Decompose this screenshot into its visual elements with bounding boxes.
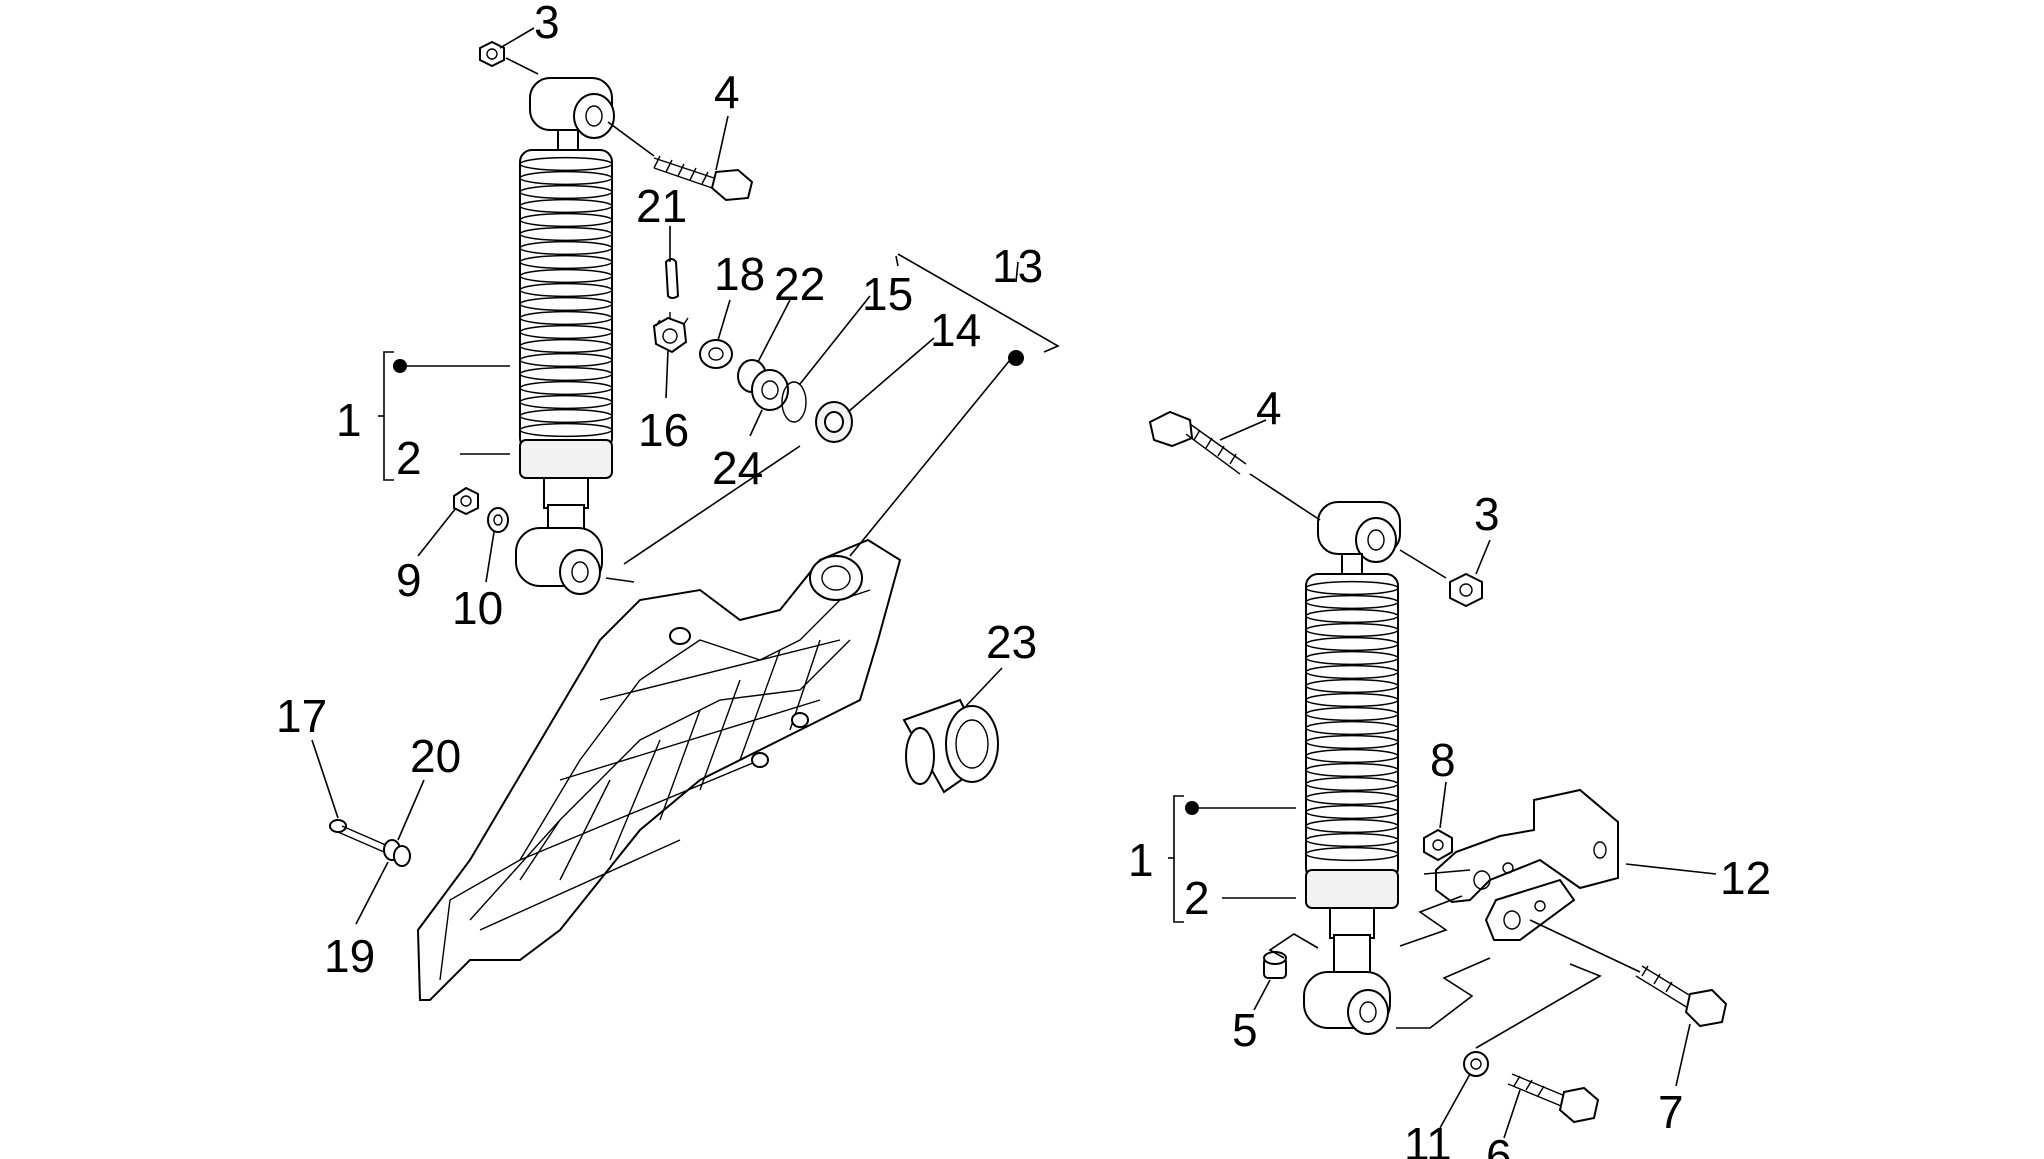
spring-coil [519,352,613,368]
label-part-21: 21 [636,180,687,232]
spring-coil [519,212,613,228]
label-part-16: 16 [638,404,689,456]
label-part-3-right: 3 [1474,488,1500,540]
nut-8 [1423,828,1453,862]
spring-coil [519,338,613,354]
spring-coil [1305,608,1399,624]
bolt-7 [1635,965,1728,1028]
castle-nut-16 [652,312,689,354]
spring-coil [1305,664,1399,680]
label-part-13: 13 [992,240,1043,292]
swing-arm-frame [416,538,902,1001]
rubber-bush-23 [902,698,999,794]
label-part-6: 6 [1486,1130,1512,1159]
spring-coil [519,198,613,214]
spring-coil [519,296,613,312]
spring-coil [1305,692,1399,708]
left-shock-absorber [515,77,615,595]
spring-coil [1305,818,1399,834]
spring-coil [1305,762,1399,778]
label-part-11: 11 [1404,1118,1452,1159]
label-part-2-left: 2 [396,432,422,484]
leader-lines [311,27,1717,1139]
spring-coil [519,408,613,424]
right-nut-3 [1449,572,1483,608]
nut-18 [699,339,733,369]
spring-coil [1305,594,1399,610]
label-part-5: 5 [1232,1004,1258,1056]
part-labels: 3 4 21 18 22 13 15 14 1 2 16 24 9 10 23 … [276,0,1771,1159]
label-part-2-right: 2 [1184,872,1210,924]
left-nut-3 [479,40,505,68]
washer-11 [1463,1051,1489,1077]
label-part-19: 19 [324,930,375,982]
washer-10 [487,507,509,533]
spring-coil [1305,622,1399,638]
label-part-1-right: 1 [1128,834,1154,886]
spring-coil [519,184,613,200]
right-bolt-4 [1148,410,1247,475]
label-part-8: 8 [1430,734,1456,786]
label-part-17: 17 [276,690,327,742]
circlip-15 [781,381,807,423]
label-part-3-left: 3 [534,0,560,48]
bracket-12 [1435,788,1619,941]
label-part-4-left: 4 [714,66,740,118]
spring-coil [519,324,613,340]
spring-coil [519,240,613,256]
spring-coil [1305,636,1399,652]
spring-coil [1305,678,1399,694]
label-part-14: 14 [930,304,981,356]
label-part-20: 20 [410,730,461,782]
label-part-24: 24 [712,442,763,494]
label-part-15: 15 [862,268,913,320]
spring-coil [519,226,613,242]
spring-coil [519,254,613,270]
label-part-7: 7 [1658,1086,1684,1138]
nut-9 [453,486,479,516]
bolt-17 [329,819,389,853]
spring-coil [519,380,613,396]
spring-coil [1305,790,1399,806]
spring-coil [519,268,613,284]
washer-19-20 [383,839,411,867]
spring-coil [519,170,613,186]
bolt-5 [1263,951,1287,979]
spring-coil [519,422,613,438]
bearing-14 [815,401,853,443]
spring-coil [519,394,613,410]
assembly-dots [393,350,1199,815]
bushing-22-24 [737,359,789,411]
label-part-18: 18 [714,248,765,300]
label-part-4-right: 4 [1256,382,1282,434]
spring-coil [1305,804,1399,820]
spring-coil [1305,776,1399,792]
spring-coil [1305,720,1399,736]
label-part-1-left: 1 [336,394,362,446]
label-part-9: 9 [396,554,422,606]
left-bolt-4 [653,155,754,202]
label-part-12: 12 [1720,852,1771,904]
spring-coil [1305,734,1399,750]
bolt-6 [1507,1073,1600,1124]
spring-coil [1305,748,1399,764]
spring-coil [1305,706,1399,722]
spring-coil [1305,832,1399,848]
right-shock-absorber [1303,501,1401,1035]
spring-coil [519,282,613,298]
spring-coil [1305,650,1399,666]
label-part-23: 23 [986,616,1037,668]
spring-coil [519,310,613,326]
spring-coil [1305,846,1399,862]
label-part-22: 22 [774,258,825,310]
cotter-pin-21 [664,258,680,299]
label-part-10: 10 [452,582,503,634]
spring-coil [1305,580,1399,596]
spring-coil [519,366,613,382]
spring-coil [519,156,613,172]
